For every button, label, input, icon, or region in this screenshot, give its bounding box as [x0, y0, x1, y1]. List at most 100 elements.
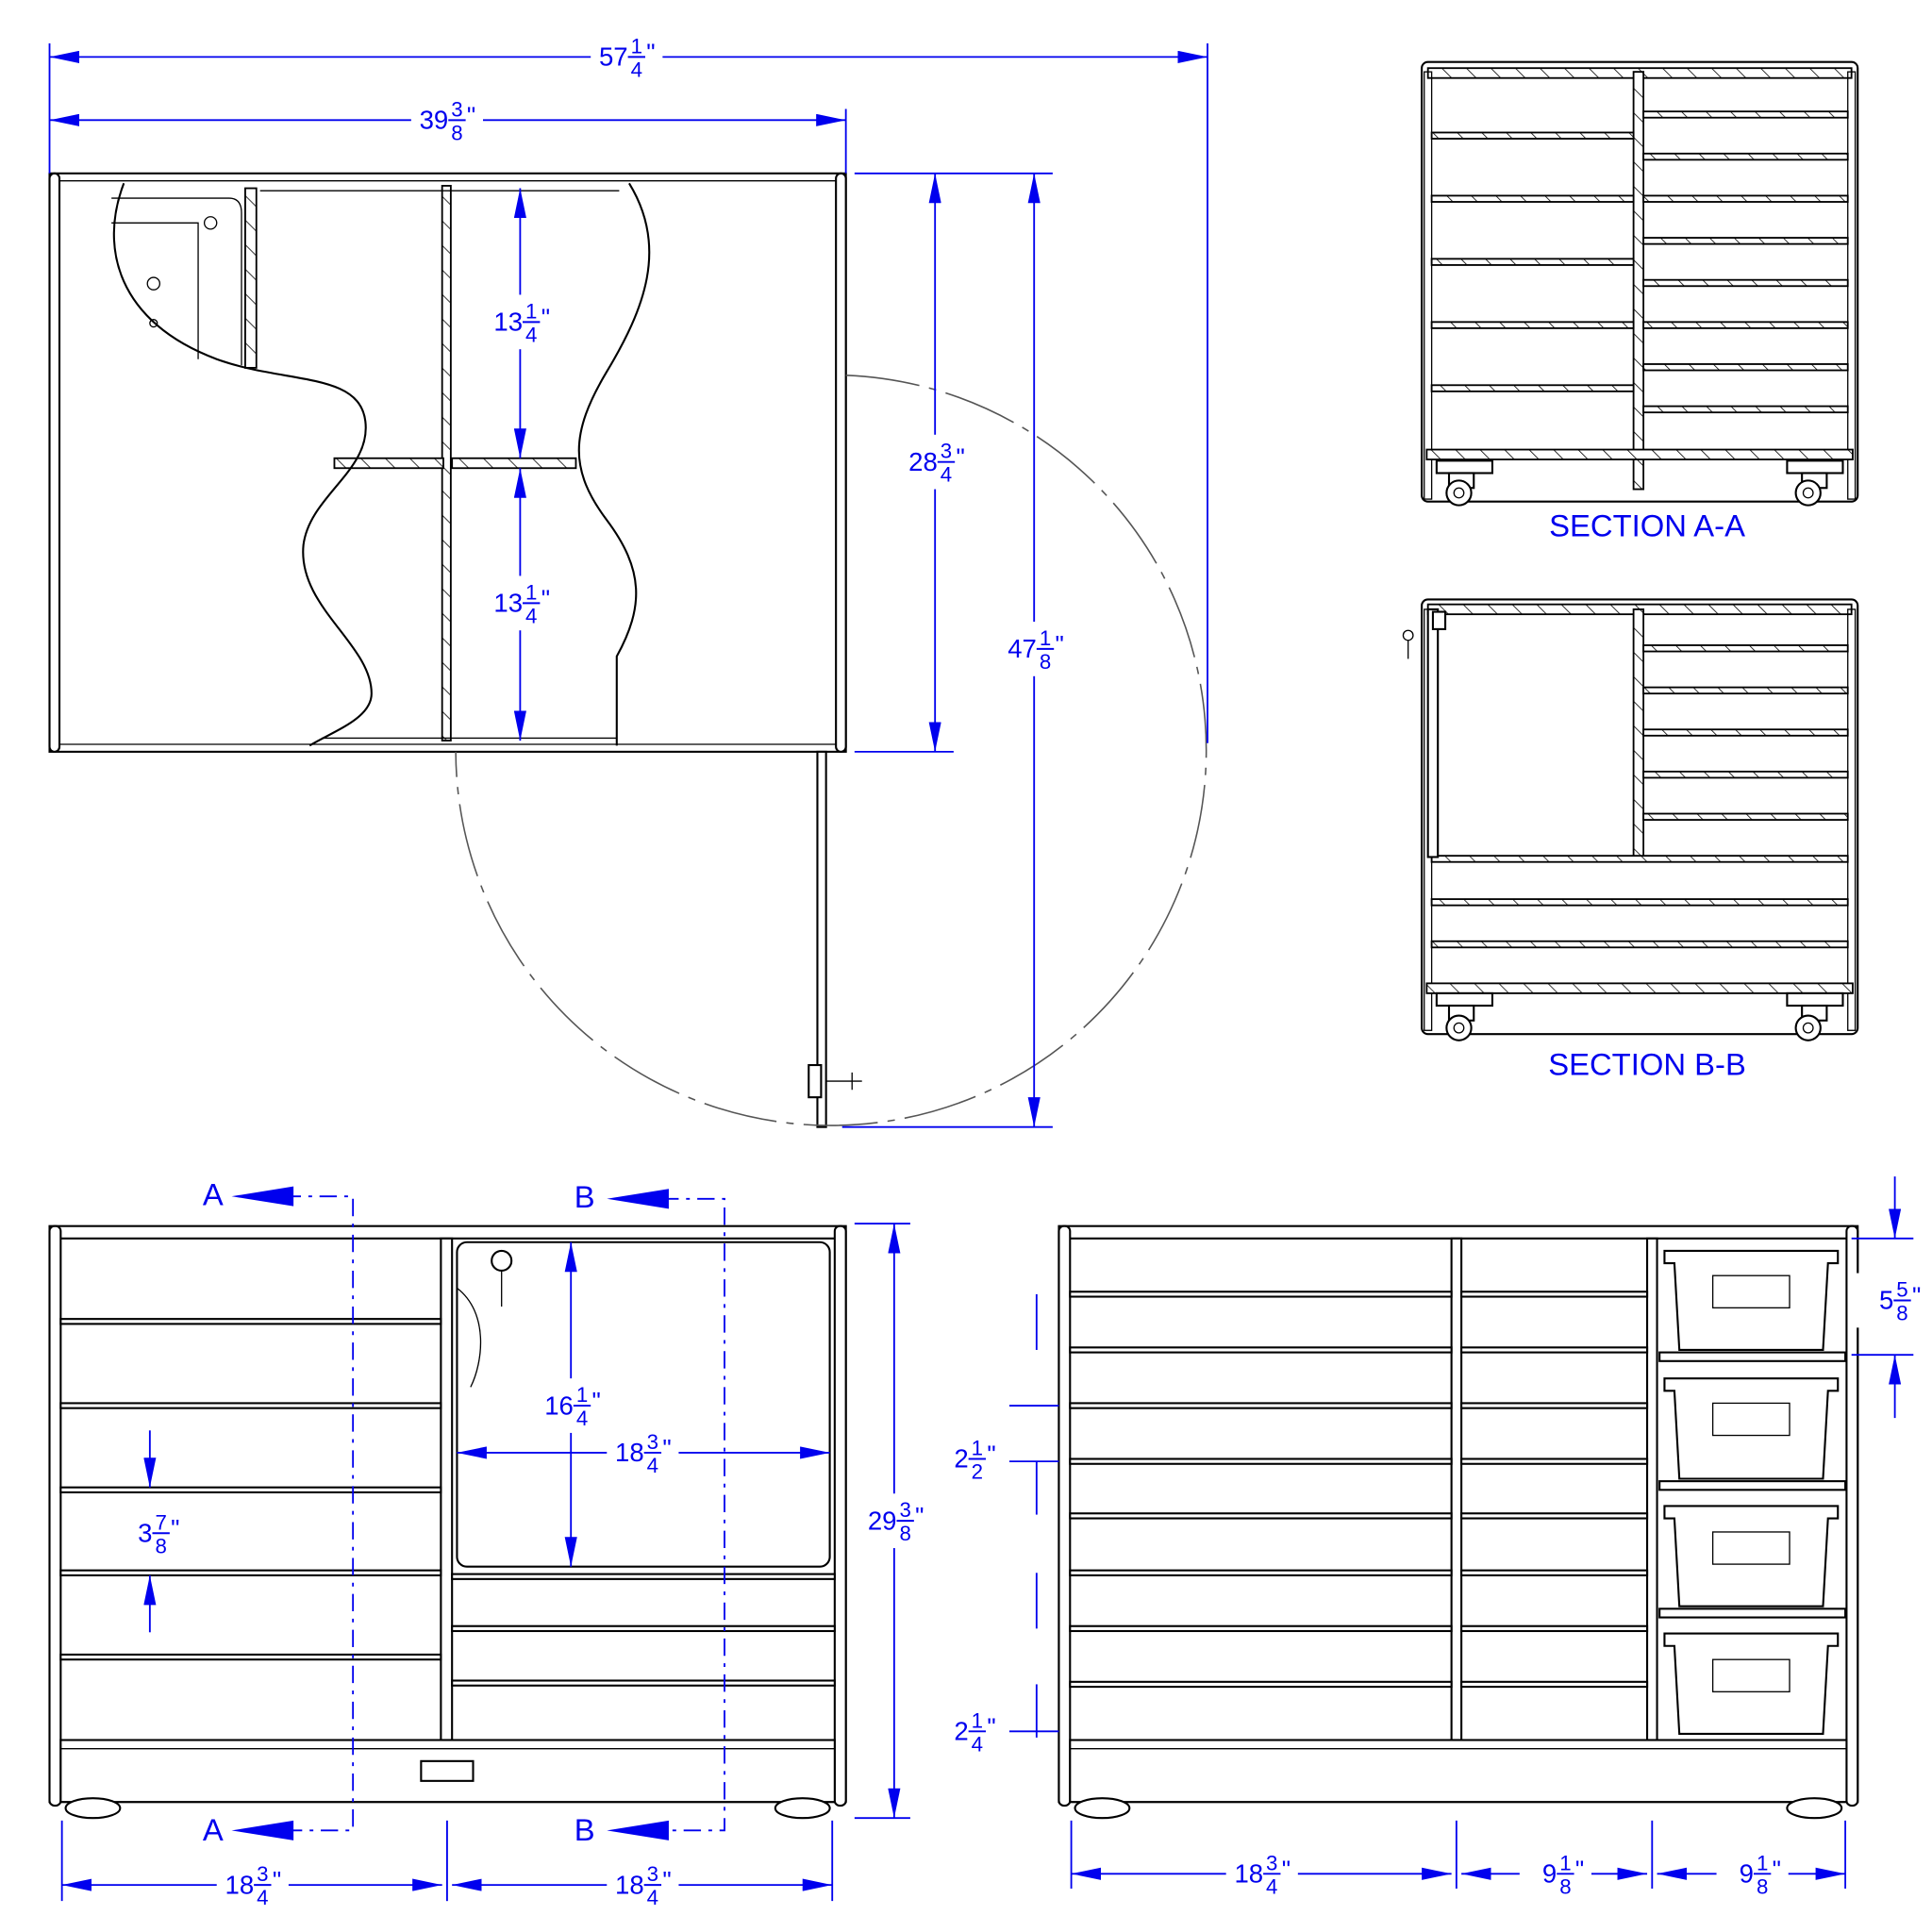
dim-whole: 18: [615, 1438, 644, 1467]
dim-numerator: 1: [972, 1437, 983, 1460]
dim-whole: 9: [1542, 1858, 1557, 1888]
dim-unit: ": [1912, 1281, 1921, 1309]
dim-unit: ": [1773, 1855, 1781, 1883]
dim-unit: ": [987, 1712, 995, 1740]
left-shelves: [1430, 131, 1635, 392]
caster-left: [1435, 459, 1493, 507]
dim-denominator: 8: [899, 1522, 910, 1545]
bin: [1658, 1377, 1847, 1491]
rear-base: [1069, 1739, 1848, 1804]
dim-denominator: 8: [1757, 1874, 1768, 1898]
dim-numerator: 1: [1757, 1851, 1768, 1874]
door-lock-icon: [491, 1249, 513, 1273]
dim-denominator: 8: [155, 1534, 166, 1557]
dim-denominator: 4: [647, 1454, 658, 1477]
dim-unit: ": [662, 1434, 671, 1462]
front-right-shelves: [451, 1573, 836, 1687]
dim-unit: ": [662, 1866, 671, 1894]
dim-whole: 2: [954, 1717, 968, 1746]
section-b-b: SECTION B-B: [1402, 598, 1859, 1082]
dim-denominator: 4: [257, 1886, 268, 1909]
storage-bins: [1658, 1249, 1847, 1735]
marker-b-bottom: B: [575, 1812, 595, 1847]
dim-unit: ": [1575, 1855, 1584, 1883]
dim-unit: ": [541, 303, 550, 331]
dim-denominator: 4: [576, 1407, 588, 1430]
dim-whole: 16: [544, 1391, 574, 1420]
cabinet-door: [456, 1241, 831, 1568]
marker-b-top: B: [575, 1179, 595, 1214]
dim-numerator: 1: [1040, 626, 1051, 650]
dim-numerator: 3: [451, 97, 462, 121]
shelf-right: [451, 457, 577, 470]
dim-whole: 57: [599, 42, 628, 72]
lock-housing: [111, 197, 242, 366]
dim-whole: 29: [868, 1506, 897, 1535]
dim-unit: ": [541, 584, 550, 612]
caster-left-b: [1435, 991, 1493, 1041]
dim-unit: ": [915, 1502, 924, 1530]
dim-numerator: 5: [1896, 1278, 1907, 1302]
dim-unit: ": [273, 1866, 281, 1894]
dim-numerator: 3: [1266, 1851, 1277, 1874]
section-a-a: SECTION A-A: [1421, 60, 1859, 542]
front-left-shelves: [59, 1318, 442, 1661]
dim-numerator: 1: [1559, 1851, 1571, 1874]
handle: [420, 1759, 475, 1782]
open-door: [816, 750, 827, 1128]
bin: [1658, 1505, 1847, 1619]
dim-unit: ": [1056, 630, 1064, 658]
dim-denominator: 4: [525, 323, 537, 346]
marker-a-bottom: A: [203, 1812, 224, 1847]
dim-numerator: 3: [647, 1862, 658, 1886]
screw-hole: [149, 319, 158, 328]
dim-denominator: 4: [647, 1886, 658, 1909]
right-end-cap: [835, 172, 847, 753]
shelf-left: [333, 457, 444, 470]
dim-whole: 2: [954, 1444, 968, 1474]
key-icon: [825, 1072, 862, 1091]
dim-denominator: 8: [1040, 650, 1051, 674]
door-swing-arc: [455, 374, 1208, 1126]
b-shelves: [1425, 644, 1854, 994]
dim-denominator: 2: [972, 1460, 983, 1484]
dim-numerator: 3: [941, 440, 952, 463]
dim-numerator: 3: [257, 1862, 268, 1886]
right-shelves: [1642, 110, 1849, 414]
dim-numerator: 1: [576, 1383, 588, 1407]
dim-numerator: 1: [525, 580, 537, 604]
dim-numerator: 3: [899, 1498, 910, 1522]
dim-unit: ": [1282, 1855, 1291, 1883]
dim-whole: 28: [908, 447, 938, 476]
section-b-title: SECTION B-B: [1548, 1047, 1746, 1082]
door-lock: [808, 1063, 823, 1099]
dim-unit: ": [592, 1387, 601, 1415]
dim-denominator: 8: [1559, 1874, 1571, 1898]
breakout-line-right: [577, 182, 651, 746]
rear-shelves: [1069, 1291, 1649, 1689]
dim-whole: 18: [225, 1870, 254, 1899]
rear-wheels: [1074, 1797, 1843, 1820]
dim-numerator: 1: [525, 299, 537, 323]
b-lock: [1402, 610, 1447, 659]
dim-numerator: 1: [972, 1708, 983, 1732]
dim-numerator: 1: [631, 34, 642, 58]
breakout-line-left: [112, 182, 373, 747]
dim-whole: 5: [1879, 1286, 1893, 1315]
